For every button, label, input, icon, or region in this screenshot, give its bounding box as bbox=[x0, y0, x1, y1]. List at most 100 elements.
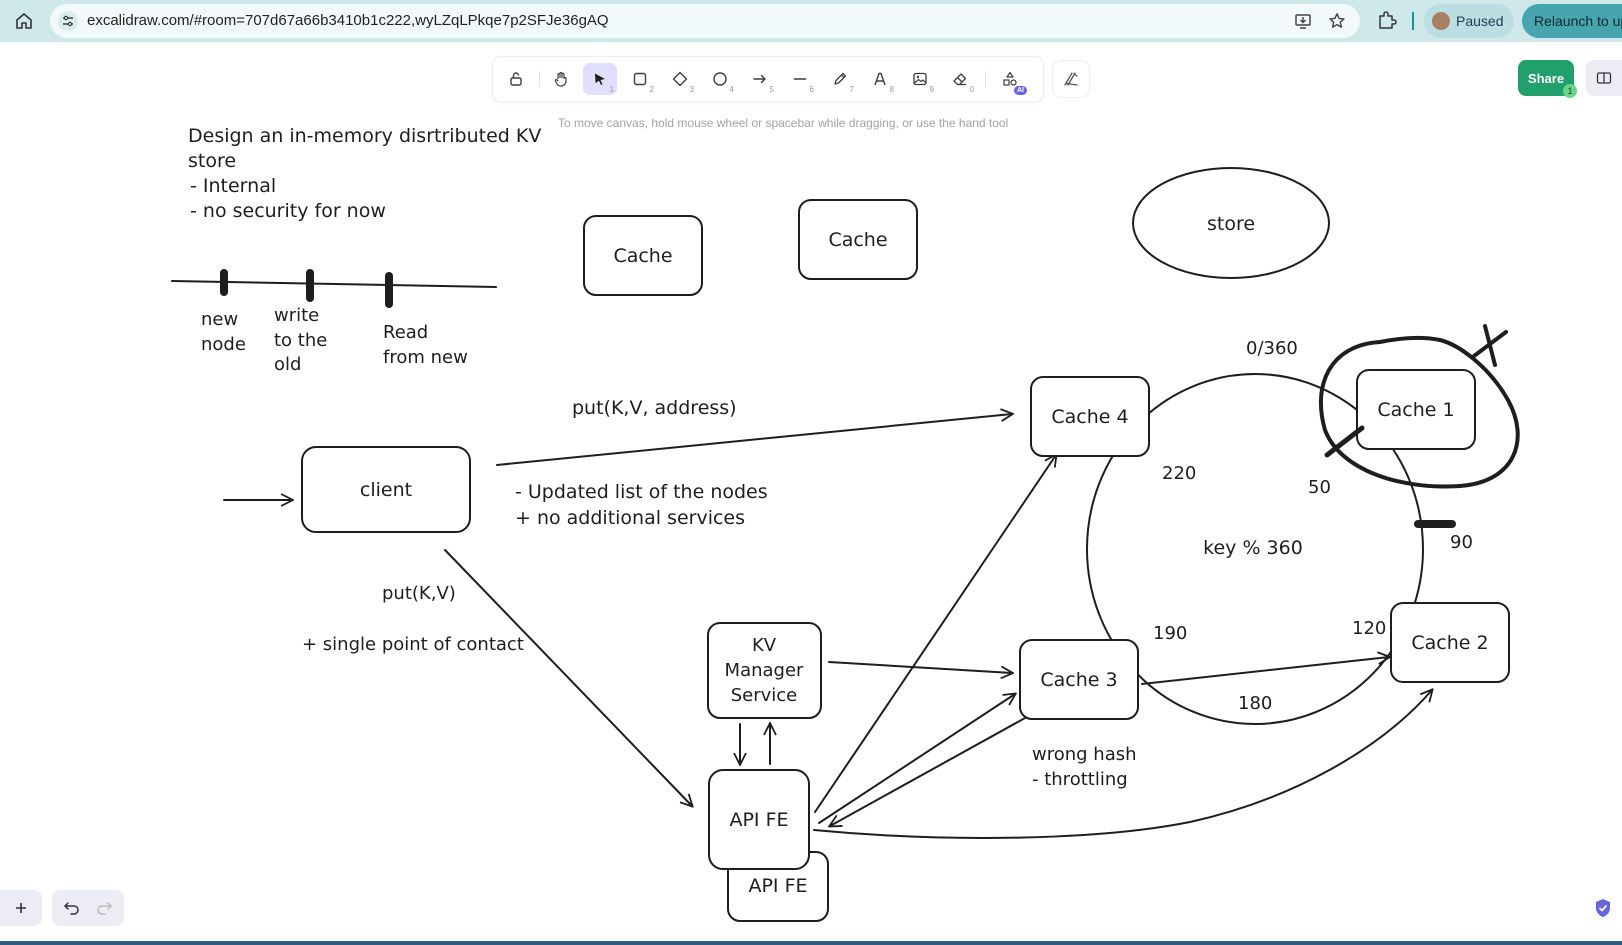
collaborators-badge: 1 bbox=[1563, 84, 1577, 98]
arrow-tool[interactable]: 5 bbox=[743, 63, 777, 95]
arrow-api-to-cache4 bbox=[814, 455, 1056, 813]
api-fe-label: API FE bbox=[729, 809, 788, 831]
arrow-api-to-cache2 bbox=[813, 690, 1432, 839]
diamond-tool[interactable]: 3 bbox=[663, 63, 697, 95]
avatar bbox=[1432, 12, 1450, 30]
throttling-note: - throttling bbox=[1032, 769, 1128, 790]
client-box[interactable] bbox=[301, 446, 471, 533]
api-fe-label: API FE bbox=[748, 875, 807, 897]
taskbar-strip bbox=[0, 941, 1622, 945]
removed-node-cross bbox=[1472, 330, 1508, 358]
degree-label: 190 bbox=[1153, 623, 1187, 644]
degree-label: 50 bbox=[1308, 477, 1331, 498]
image-tool[interactable]: 9 bbox=[903, 63, 937, 95]
title-line: - no security for now bbox=[190, 200, 386, 222]
library-icon bbox=[1064, 72, 1078, 86]
site-settings-icon[interactable] bbox=[58, 11, 78, 31]
install-app-icon[interactable] bbox=[1294, 12, 1312, 34]
updated-list-note: - Updated list of the nodes bbox=[515, 481, 768, 503]
canvas-hint: To move canvas, hold mouse wheel or spac… bbox=[558, 116, 1009, 130]
ai-badge: AI bbox=[1014, 86, 1027, 95]
profile-status: Paused bbox=[1456, 13, 1504, 29]
kv-manager-label: KV bbox=[752, 635, 777, 656]
extensions-icon[interactable] bbox=[1376, 9, 1398, 31]
eraser-icon bbox=[953, 73, 967, 86]
removed-node-circle bbox=[1319, 335, 1520, 489]
single-point-note: + single point of contact bbox=[302, 634, 524, 655]
timeline-label: write bbox=[274, 305, 319, 326]
pencil-tool[interactable]: 7 bbox=[823, 63, 857, 95]
ellipse-tool[interactable]: 4 bbox=[703, 63, 737, 95]
cache4-box[interactable] bbox=[1030, 376, 1150, 457]
line-icon bbox=[793, 78, 807, 80]
shortcut-number: 2 bbox=[649, 85, 654, 94]
kv-manager-box[interactable] bbox=[707, 622, 822, 719]
degree-label: 0/360 bbox=[1246, 338, 1298, 359]
cache-box[interactable] bbox=[798, 199, 918, 280]
hand-icon bbox=[554, 71, 567, 87]
shortcut-number: 5 bbox=[769, 85, 774, 94]
zoom-in-button[interactable] bbox=[0, 890, 42, 926]
title-line: Design an in-memory disrtributed KV bbox=[188, 125, 541, 147]
cache2-box[interactable] bbox=[1390, 602, 1510, 683]
share-label: Share bbox=[1527, 70, 1565, 86]
home-icon[interactable] bbox=[12, 9, 36, 33]
redo-icon bbox=[97, 902, 113, 915]
timeline-label: from new bbox=[383, 347, 468, 368]
text-tool[interactable]: 8 bbox=[863, 63, 897, 95]
tool-separator bbox=[985, 71, 986, 87]
put-kv-address-label: put(K,V, address) bbox=[572, 397, 737, 419]
browser-toolbar: excalidraw.com/#room=707d67a66b3410b1c22… bbox=[0, 0, 1622, 42]
hash-ring bbox=[1086, 373, 1424, 725]
timeline-label: Read bbox=[383, 322, 428, 343]
ring-label: key % 360 bbox=[1203, 537, 1303, 559]
cache1-box[interactable] bbox=[1356, 369, 1476, 450]
lock-icon bbox=[510, 72, 522, 86]
relaunch-button[interactable]: Relaunch to up bbox=[1522, 4, 1622, 38]
line-tool[interactable]: 6 bbox=[783, 63, 817, 95]
url-text: excalidraw.com/#room=707d67a66b3410b1c22… bbox=[87, 12, 609, 29]
timeline-label: new bbox=[201, 309, 238, 330]
no-additional-note: + no additional services bbox=[515, 507, 745, 529]
title-line: - Internal bbox=[190, 175, 276, 197]
sidebar-toggle-button[interactable] bbox=[1586, 60, 1622, 96]
undo-redo-group bbox=[52, 890, 124, 926]
shortcut-number: 0 bbox=[969, 85, 974, 94]
library-button[interactable] bbox=[1053, 61, 1089, 97]
api-fe-box[interactable] bbox=[708, 769, 810, 870]
shield-check-icon[interactable] bbox=[1594, 898, 1612, 918]
arrow-cache3-to-api bbox=[830, 717, 1026, 826]
cache3-box[interactable] bbox=[1019, 639, 1139, 720]
undo-button[interactable] bbox=[62, 898, 82, 918]
arrow-icon bbox=[753, 74, 766, 84]
arrow-manager-to-cache3 bbox=[828, 661, 1012, 673]
toolbar-divider bbox=[1412, 12, 1414, 30]
degree-label: 220 bbox=[1162, 463, 1196, 484]
shortcut-number: 4 bbox=[729, 85, 734, 94]
ellipse-icon bbox=[713, 72, 727, 86]
shapes-ai-icon bbox=[1003, 71, 1017, 86]
tool-separator bbox=[539, 71, 540, 87]
arrow-client-to-api-fe bbox=[444, 549, 692, 806]
lock-tool[interactable] bbox=[499, 63, 533, 95]
shortcut-number: 8 bbox=[889, 85, 894, 94]
plus-icon bbox=[16, 903, 26, 913]
eraser-tool[interactable]: 0 bbox=[943, 63, 977, 95]
wrong-hash-note: wrong hash bbox=[1032, 744, 1137, 765]
cache-box[interactable] bbox=[583, 215, 703, 296]
kv-manager-label: Service bbox=[731, 685, 798, 706]
redo-button[interactable] bbox=[94, 898, 114, 918]
text-icon bbox=[874, 72, 886, 86]
relaunch-label: Relaunch to up bbox=[1534, 13, 1622, 29]
bookmark-star-icon[interactable] bbox=[1328, 12, 1346, 34]
rectangle-tool[interactable]: 2 bbox=[623, 63, 657, 95]
store-ellipse[interactable] bbox=[1132, 167, 1330, 279]
hand-tool[interactable] bbox=[544, 63, 578, 95]
selection-tool[interactable]: 1 bbox=[583, 63, 617, 95]
extra-tools-button[interactable]: AI bbox=[993, 63, 1027, 95]
address-bar[interactable]: excalidraw.com/#room=707d67a66b3410b1c22… bbox=[50, 4, 1360, 38]
excalidraw-toolbar: 1 2 3 4 5 6 7 8 9 0 AI bbox=[493, 57, 1043, 101]
profile-button[interactable]: Paused bbox=[1424, 4, 1514, 38]
timeline-label: to the bbox=[274, 330, 327, 351]
